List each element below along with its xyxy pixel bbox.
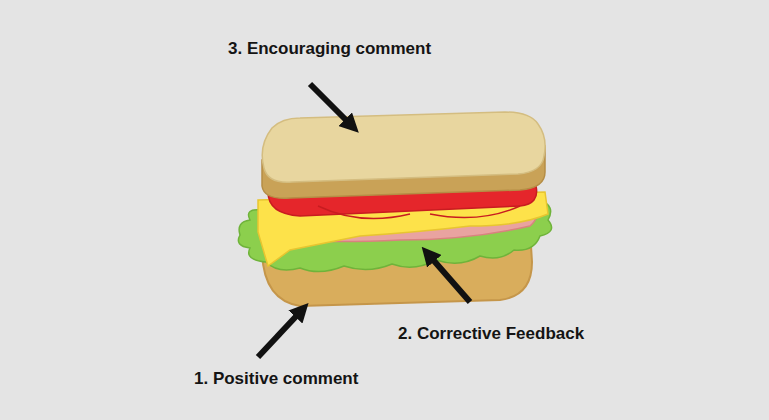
callout-label: 1. Positive comment — [194, 369, 358, 389]
arrow — [428, 254, 470, 302]
callout-label: 3. Encouraging comment — [228, 39, 431, 59]
top-bread — [262, 112, 545, 182]
arrow — [258, 310, 302, 357]
arrow — [310, 84, 352, 126]
callout-label: 2. Corrective Feedback — [398, 324, 584, 344]
